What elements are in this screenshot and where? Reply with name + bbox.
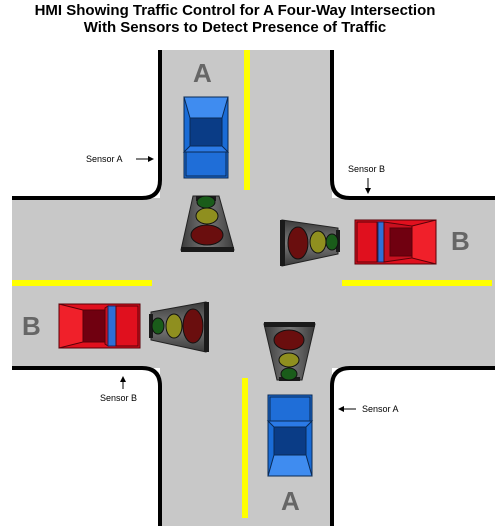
signal-south-yellow-lamp — [278, 352, 300, 368]
sensor-west: Sensor B — [100, 376, 137, 403]
sensor-north-label: Sensor A — [86, 154, 123, 164]
sensor-east-label: Sensor B — [348, 164, 385, 174]
vehicle-south-blue-car — [266, 394, 314, 477]
signal-south-green-lamp — [280, 367, 298, 381]
vehicle-north-blue-car — [182, 96, 230, 179]
vehicle-west-red-car — [58, 303, 141, 349]
road-label-west: B — [22, 311, 41, 341]
signal-west-red-lamp — [182, 308, 204, 344]
curb-south-west — [12, 366, 162, 526]
sensor-north: Sensor A — [86, 154, 154, 164]
traffic-signal-north — [180, 195, 235, 252]
lane-line-west — [12, 280, 152, 286]
curbs — [12, 50, 495, 526]
road-label-north: A — [193, 58, 212, 88]
signal-north-yellow-lamp — [195, 207, 219, 225]
road-surface — [12, 50, 495, 526]
traffic-signal-east — [280, 219, 340, 267]
signal-west-yellow-lamp — [165, 313, 183, 339]
signal-north-red-lamp — [190, 224, 224, 246]
signal-south-red-lamp — [273, 329, 305, 351]
traffic-signal-west — [149, 301, 209, 353]
sensor-east-arrow-icon — [365, 188, 371, 194]
lane-line-north — [244, 50, 250, 190]
sensor-south-arrow-icon — [338, 406, 344, 412]
curb-north-east — [330, 50, 495, 200]
road-label-south: A — [281, 486, 300, 516]
sensor-west-label: Sensor B — [100, 393, 137, 403]
lane-lines — [12, 50, 492, 518]
traffic-signal-south — [263, 322, 316, 381]
sensor-south: Sensor A — [338, 404, 399, 414]
lane-line-south — [242, 378, 248, 518]
signal-east-green-lamp — [325, 233, 339, 251]
signal-west-green-lamp — [151, 317, 165, 335]
title-line-2: With Sensors to Detect Presence of Traff… — [83, 19, 387, 36]
diagram-title: HMI Showing Traffic Control for A Four-W… — [0, 2, 470, 36]
road-label-east: B — [451, 226, 470, 256]
title-line-1: HMI Showing Traffic Control for A Four-W… — [34, 2, 436, 19]
sensor-east: Sensor B — [348, 164, 385, 194]
vehicle-east-red-car — [354, 219, 437, 265]
curb-north-west — [12, 50, 162, 200]
curb-south-east — [330, 366, 495, 526]
signal-east-yellow-lamp — [309, 230, 327, 254]
sensor-west-arrow-icon — [120, 376, 126, 382]
signal-north-green-lamp — [196, 195, 216, 209]
lane-line-east — [342, 280, 492, 286]
sensor-south-label: Sensor A — [362, 404, 399, 414]
signal-east-red-lamp — [287, 226, 309, 260]
sensor-north-arrow-icon — [148, 156, 154, 162]
